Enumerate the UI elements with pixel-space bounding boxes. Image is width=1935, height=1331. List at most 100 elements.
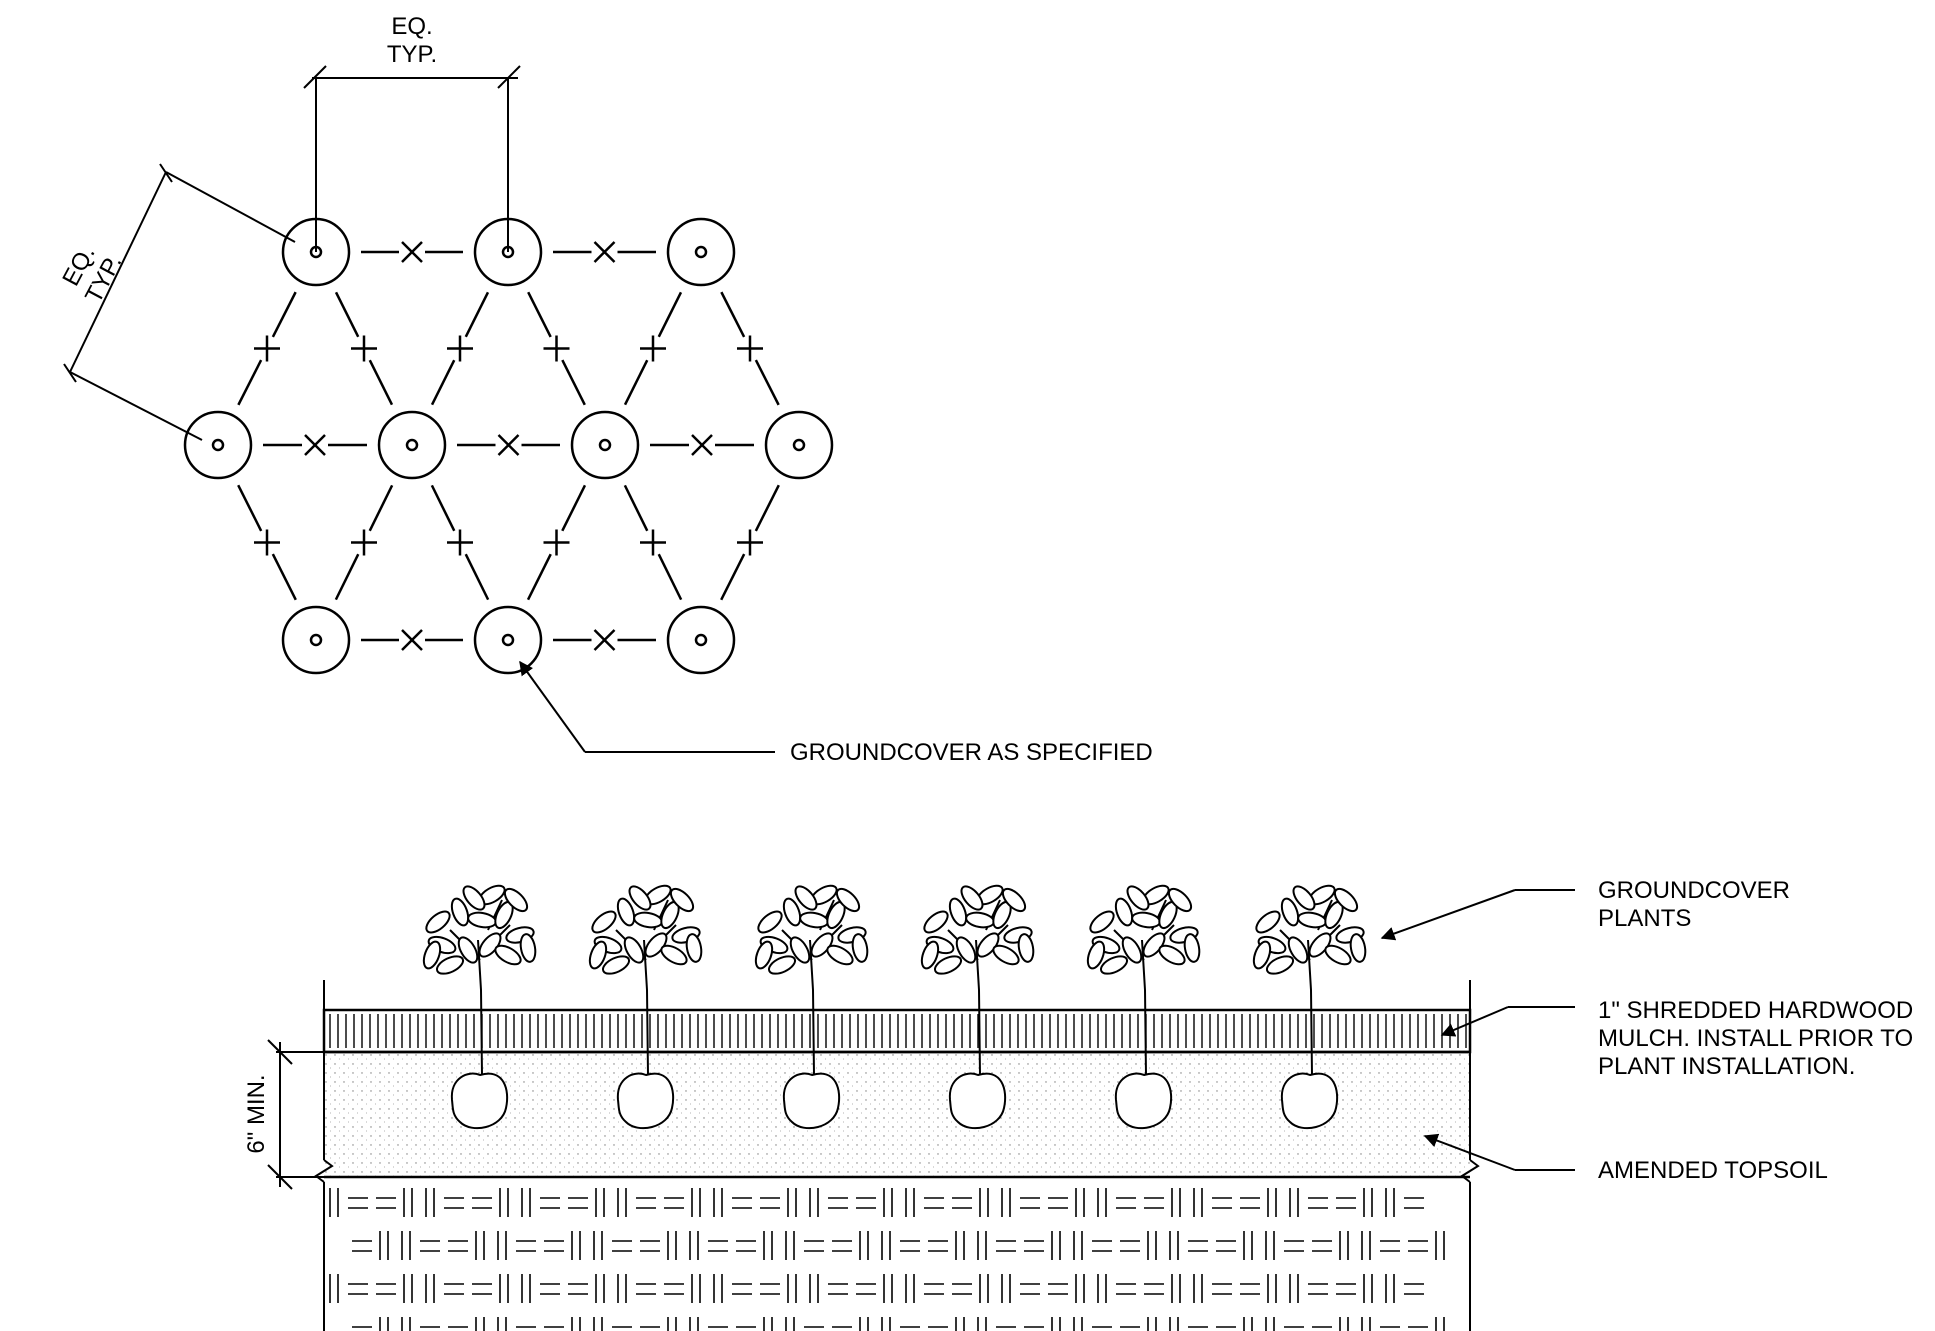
subgrade-cell bbox=[544, 1317, 581, 1331]
leaf bbox=[633, 911, 663, 929]
subgrade-cell bbox=[640, 1317, 677, 1331]
subgrade-cell bbox=[809, 1188, 848, 1217]
diagonal-spacing-mark bbox=[526, 484, 587, 601]
subgrade-cell bbox=[1336, 1274, 1373, 1303]
groundcover-callout: GROUNDCOVER AS SPECIFIED bbox=[790, 739, 1153, 766]
horizontal-spacing-dimension bbox=[303, 65, 521, 252]
leaf bbox=[685, 933, 703, 963]
horizontal-spacing-mark bbox=[263, 434, 367, 456]
leaf bbox=[450, 897, 470, 927]
groundcover-plant bbox=[422, 884, 537, 1130]
subgrade-cell bbox=[544, 1231, 581, 1260]
section-groundcover-plants bbox=[422, 884, 1367, 1130]
subgrade-cell bbox=[521, 1188, 560, 1217]
leaf bbox=[933, 955, 963, 975]
leaf bbox=[948, 897, 968, 927]
root-ball bbox=[948, 1072, 1007, 1130]
subgrade-cell bbox=[1193, 1188, 1232, 1217]
subgrade-cell bbox=[760, 1274, 797, 1303]
subgrade-cell bbox=[664, 1188, 701, 1217]
subgrade-cell bbox=[1120, 1317, 1157, 1331]
subgrade-cell bbox=[832, 1231, 869, 1260]
subgrade-cell bbox=[856, 1274, 893, 1303]
subgrade-cell bbox=[1289, 1274, 1328, 1303]
leaf bbox=[789, 936, 811, 964]
leaf bbox=[467, 911, 497, 929]
leaf bbox=[920, 940, 940, 970]
leaf bbox=[669, 887, 695, 913]
subgrade-cell bbox=[1048, 1188, 1085, 1217]
subgrade-cell bbox=[928, 1231, 965, 1260]
root-ball bbox=[1280, 1072, 1339, 1130]
diagonal-spacing-mark bbox=[334, 291, 394, 406]
groundcover-plant bbox=[588, 884, 703, 1130]
subgrade-cell bbox=[472, 1274, 509, 1303]
subgrade-cell bbox=[977, 1231, 1016, 1260]
leaf bbox=[1158, 944, 1186, 966]
leaf bbox=[1017, 933, 1035, 963]
diagonal-spacing-mark bbox=[720, 291, 780, 406]
subgrade-cell bbox=[1097, 1274, 1136, 1303]
stem bbox=[809, 939, 815, 1076]
stem bbox=[643, 939, 649, 1076]
groundcover-plant bbox=[1086, 884, 1201, 1130]
leaf bbox=[1349, 933, 1367, 963]
leaf bbox=[519, 933, 537, 963]
plant-center-mark bbox=[792, 438, 806, 452]
subgrade-cell bbox=[376, 1274, 413, 1303]
plant-symbol bbox=[764, 410, 834, 480]
subgrade-cell bbox=[1240, 1274, 1277, 1303]
plants-callout-line1: GROUNDCOVER bbox=[1598, 877, 1790, 904]
subgrade-cell bbox=[352, 1317, 389, 1331]
leaf bbox=[1280, 897, 1300, 927]
plant-symbol bbox=[183, 410, 253, 480]
subgrade-cell bbox=[832, 1317, 869, 1331]
horizontal-spacing-mark bbox=[553, 241, 656, 263]
subgrade-cell bbox=[952, 1274, 989, 1303]
subgrade-cell bbox=[856, 1188, 893, 1217]
subgrade-cell bbox=[1073, 1317, 1112, 1331]
subgrade-cell bbox=[785, 1317, 824, 1331]
leaf bbox=[588, 940, 608, 970]
subgrade-cell bbox=[329, 1274, 368, 1303]
subgrade-cell bbox=[401, 1317, 440, 1331]
root-ball bbox=[616, 1072, 675, 1130]
horizontal-spacing-mark bbox=[553, 629, 656, 651]
leaf bbox=[923, 910, 949, 934]
leaf bbox=[1252, 940, 1272, 970]
subgrade-cell bbox=[1312, 1317, 1349, 1331]
subgrade-cell bbox=[1289, 1188, 1328, 1217]
subgrade-cell bbox=[1216, 1231, 1253, 1260]
leaf bbox=[435, 955, 465, 975]
leaf bbox=[503, 887, 529, 913]
leaf bbox=[965, 911, 995, 929]
subgrade-cell bbox=[905, 1188, 944, 1217]
groundcover-plant bbox=[754, 884, 869, 1130]
leaf bbox=[1167, 887, 1193, 913]
mulch-callout-line2: MULCH. INSTALL PRIOR TO bbox=[1598, 1025, 1913, 1052]
subgrade-cell bbox=[425, 1274, 464, 1303]
plant-symbol bbox=[377, 410, 447, 480]
stem bbox=[975, 939, 981, 1076]
leaf bbox=[799, 911, 829, 929]
stem bbox=[477, 939, 483, 1076]
plant-center-mark bbox=[598, 438, 612, 452]
subgrade-cell bbox=[617, 1188, 656, 1217]
subgrade-cell bbox=[425, 1188, 464, 1217]
subgrade-cell bbox=[1216, 1317, 1253, 1331]
subgrade-cell bbox=[785, 1231, 824, 1260]
leaf bbox=[794, 885, 818, 911]
horizontal-dim-label-line1: EQ. bbox=[391, 13, 432, 40]
subgrade-cell bbox=[472, 1188, 509, 1217]
subgrade-cell bbox=[1265, 1317, 1304, 1331]
subgrade-cell bbox=[1336, 1188, 1373, 1217]
plant-symbol bbox=[281, 605, 351, 675]
subgrade-cell bbox=[713, 1188, 752, 1217]
topsoil-boundaries bbox=[324, 1050, 1470, 1179]
subgrade-cell bbox=[1024, 1231, 1061, 1260]
plant-symbol bbox=[666, 217, 736, 287]
subgrade-cell bbox=[1169, 1317, 1208, 1331]
subgrade-cell bbox=[1361, 1231, 1400, 1260]
leaf bbox=[754, 940, 774, 970]
subgrade-cell bbox=[497, 1317, 536, 1331]
